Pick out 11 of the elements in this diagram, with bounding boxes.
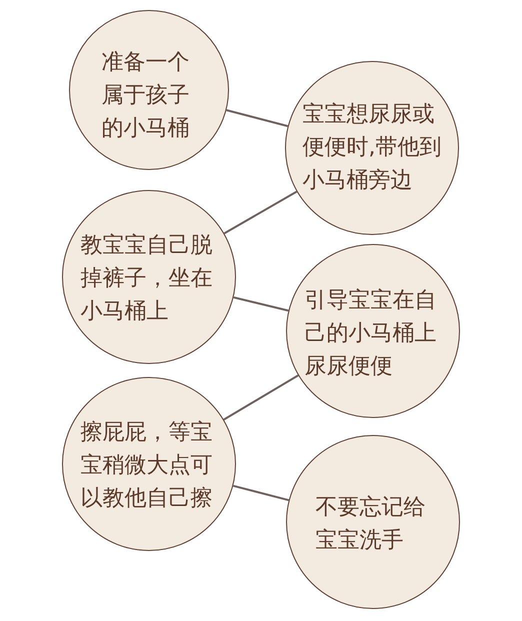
step-text: 宝宝想尿尿或便便时,带他到小马桶旁边 xyxy=(302,100,442,194)
connector-line xyxy=(226,109,288,128)
step-text: 不要忘记给宝宝洗手 xyxy=(316,494,426,554)
step-text: 准备一个属于孩子的小马桶 xyxy=(102,48,190,142)
connector-line xyxy=(232,484,290,502)
connector-line xyxy=(223,374,299,420)
step-text: 擦屁屁，等宝宝稍微大点可以教他自己擦 xyxy=(80,418,214,512)
connector-line xyxy=(233,296,289,312)
step-text: 教宝宝自己脱掉裤子，坐在小马桶上 xyxy=(80,232,214,326)
step-text: 引导宝宝在自己的小马桶上尿尿便便 xyxy=(304,286,438,380)
connector-line xyxy=(224,190,298,234)
